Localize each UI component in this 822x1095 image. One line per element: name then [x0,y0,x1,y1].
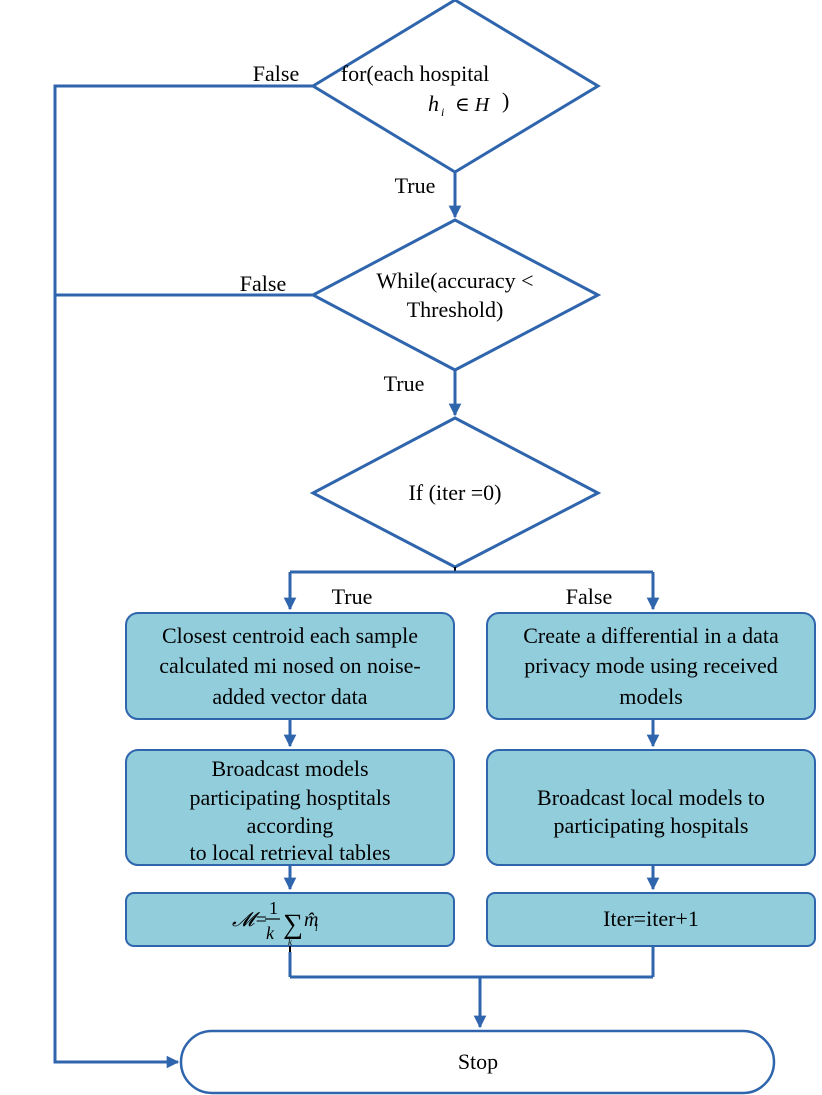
while-line1: While(accuracy < [376,268,533,293]
closest-line1: Closest centroid each sample [162,623,418,648]
create-line2: privacy mode using received [524,653,778,678]
formula-den: k [266,923,275,943]
stop-label: Stop [458,1049,498,1074]
box-iter-update [486,892,816,947]
for-each-math-rest: ∈ H [455,94,491,116]
formula-sigma: ∑ [283,909,303,940]
for-each-line1: for(each hospital [341,61,489,86]
broadcast-right-line1: Broadcast local models to [537,785,765,810]
label-true-mid: True [384,371,425,396]
formula-term: m̂ [304,909,318,931]
closest-line2: calculated mi nosed on noise- [159,653,420,678]
while-line2: Threshold) [407,297,504,322]
false-loop-line [53,84,313,1069]
create-line1: Create a differential in a data [523,623,779,648]
broadcast-left-line4: to local retrieval tables [190,840,391,865]
formula-term-sub: i [315,923,318,934]
label-false-right: False [566,584,612,609]
decision-while-accuracy [309,218,602,372]
box-create-differential [486,612,816,720]
label-false-top: False [253,61,299,86]
label-true-top: True [395,173,436,198]
create-line3: models [619,684,683,709]
broadcast-right-line2: participating hospitals [554,813,749,838]
closest-line3: added vector data [212,684,367,709]
for-each-math-sub: i [441,105,444,119]
decision-for-each-hospital [310,0,601,174]
label-false-mid: False [240,271,286,296]
iter-label: Iter=iter+1 [603,906,699,931]
broadcast-left-line2: participating hosptitals [189,785,390,810]
terminal-stop [179,1029,776,1095]
box-broadcast-right [486,749,816,866]
for-each-math-var: h [428,91,439,116]
formula-sub-k: k [288,937,293,947]
formula-lhs: 𝓜= [232,909,268,931]
for-each-close: ) [502,88,509,113]
broadcast-left-line1: Broadcast models [211,756,368,781]
if-label: If (iter =0) [408,480,501,505]
label-true-left: True [332,584,373,609]
broadcast-left-line3: according [247,813,334,838]
formula-num: 1 [269,898,278,918]
